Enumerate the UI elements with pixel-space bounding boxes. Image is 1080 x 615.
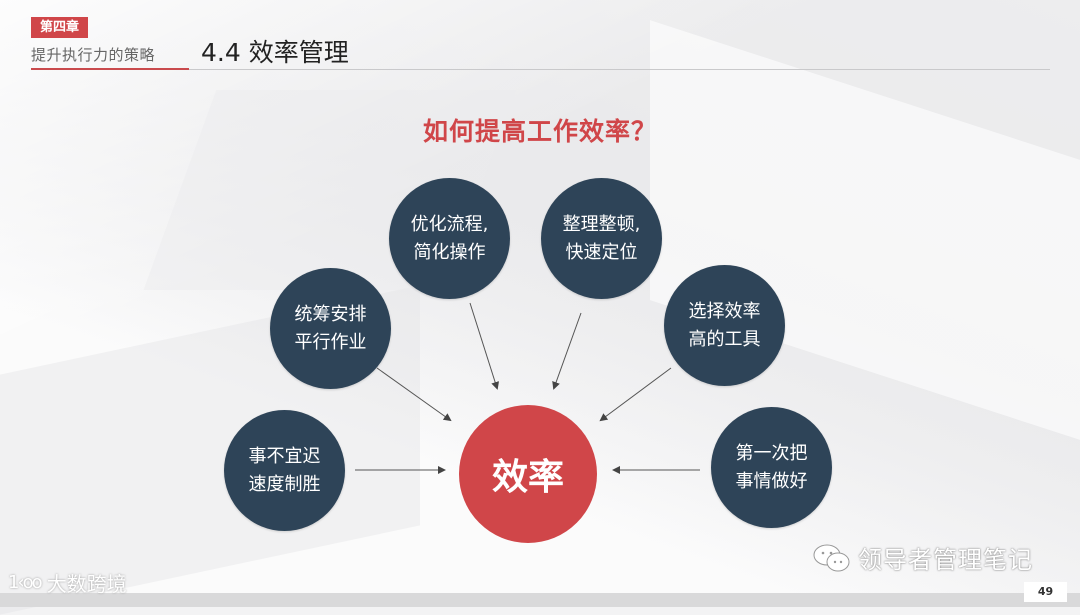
- node-no-delay: 事不宜迟 速度制胜: [224, 410, 345, 531]
- node-do-right-first: 第一次把 事情做好: [711, 407, 832, 528]
- center-node-efficiency: 效率: [459, 405, 597, 543]
- node-parallel-work: 统筹安排 平行作业: [270, 268, 391, 389]
- header-rule: [189, 69, 1050, 70]
- node-line: 统筹安排: [294, 303, 367, 325]
- node-line: 事不宜迟: [248, 445, 321, 467]
- node-line: 优化流程,: [410, 213, 489, 235]
- arrow-parallel-work: [376, 367, 452, 422]
- arrow-optimize-process: [469, 302, 499, 390]
- arrow-organize: [552, 312, 582, 390]
- footer-bar: [0, 593, 1080, 607]
- node-line: 选择效率: [688, 300, 761, 322]
- brand-logo: 1‹oo 大数跨境: [8, 568, 127, 597]
- chapter-subtitle: 提升执行力的策略: [31, 46, 156, 64]
- watermark: 领导者管理笔记: [812, 540, 1033, 575]
- wechat-icon: [813, 544, 850, 571]
- node-line: 事情做好: [735, 470, 808, 492]
- section-title: 4.4 效率管理: [201, 38, 349, 67]
- logo-text: 大数跨境: [46, 572, 127, 596]
- node-line: 简化操作: [413, 241, 486, 263]
- arrow-efficient-tools: [599, 367, 672, 422]
- page-number: 49: [1024, 582, 1067, 602]
- diagram-question: 如何提高工作效率？: [422, 117, 657, 146]
- node-line: 平行作业: [294, 331, 367, 353]
- node-efficient-tools: 选择效率 高的工具: [664, 265, 785, 386]
- node-organize: 整理整顿, 快速定位: [541, 178, 662, 299]
- node-optimize-process: 优化流程, 简化操作: [389, 178, 510, 299]
- header-rule-accent: [31, 68, 189, 70]
- node-line: 速度制胜: [248, 473, 321, 495]
- watermark-text: 领导者管理笔记: [858, 546, 1033, 574]
- chapter-badge: 第四章: [31, 17, 88, 38]
- logo-mark: 1‹oo: [8, 572, 43, 593]
- node-line: 整理整顿,: [562, 213, 641, 235]
- node-line: 快速定位: [565, 241, 638, 263]
- node-line: 高的工具: [688, 328, 761, 350]
- node-line: 第一次把: [735, 442, 808, 464]
